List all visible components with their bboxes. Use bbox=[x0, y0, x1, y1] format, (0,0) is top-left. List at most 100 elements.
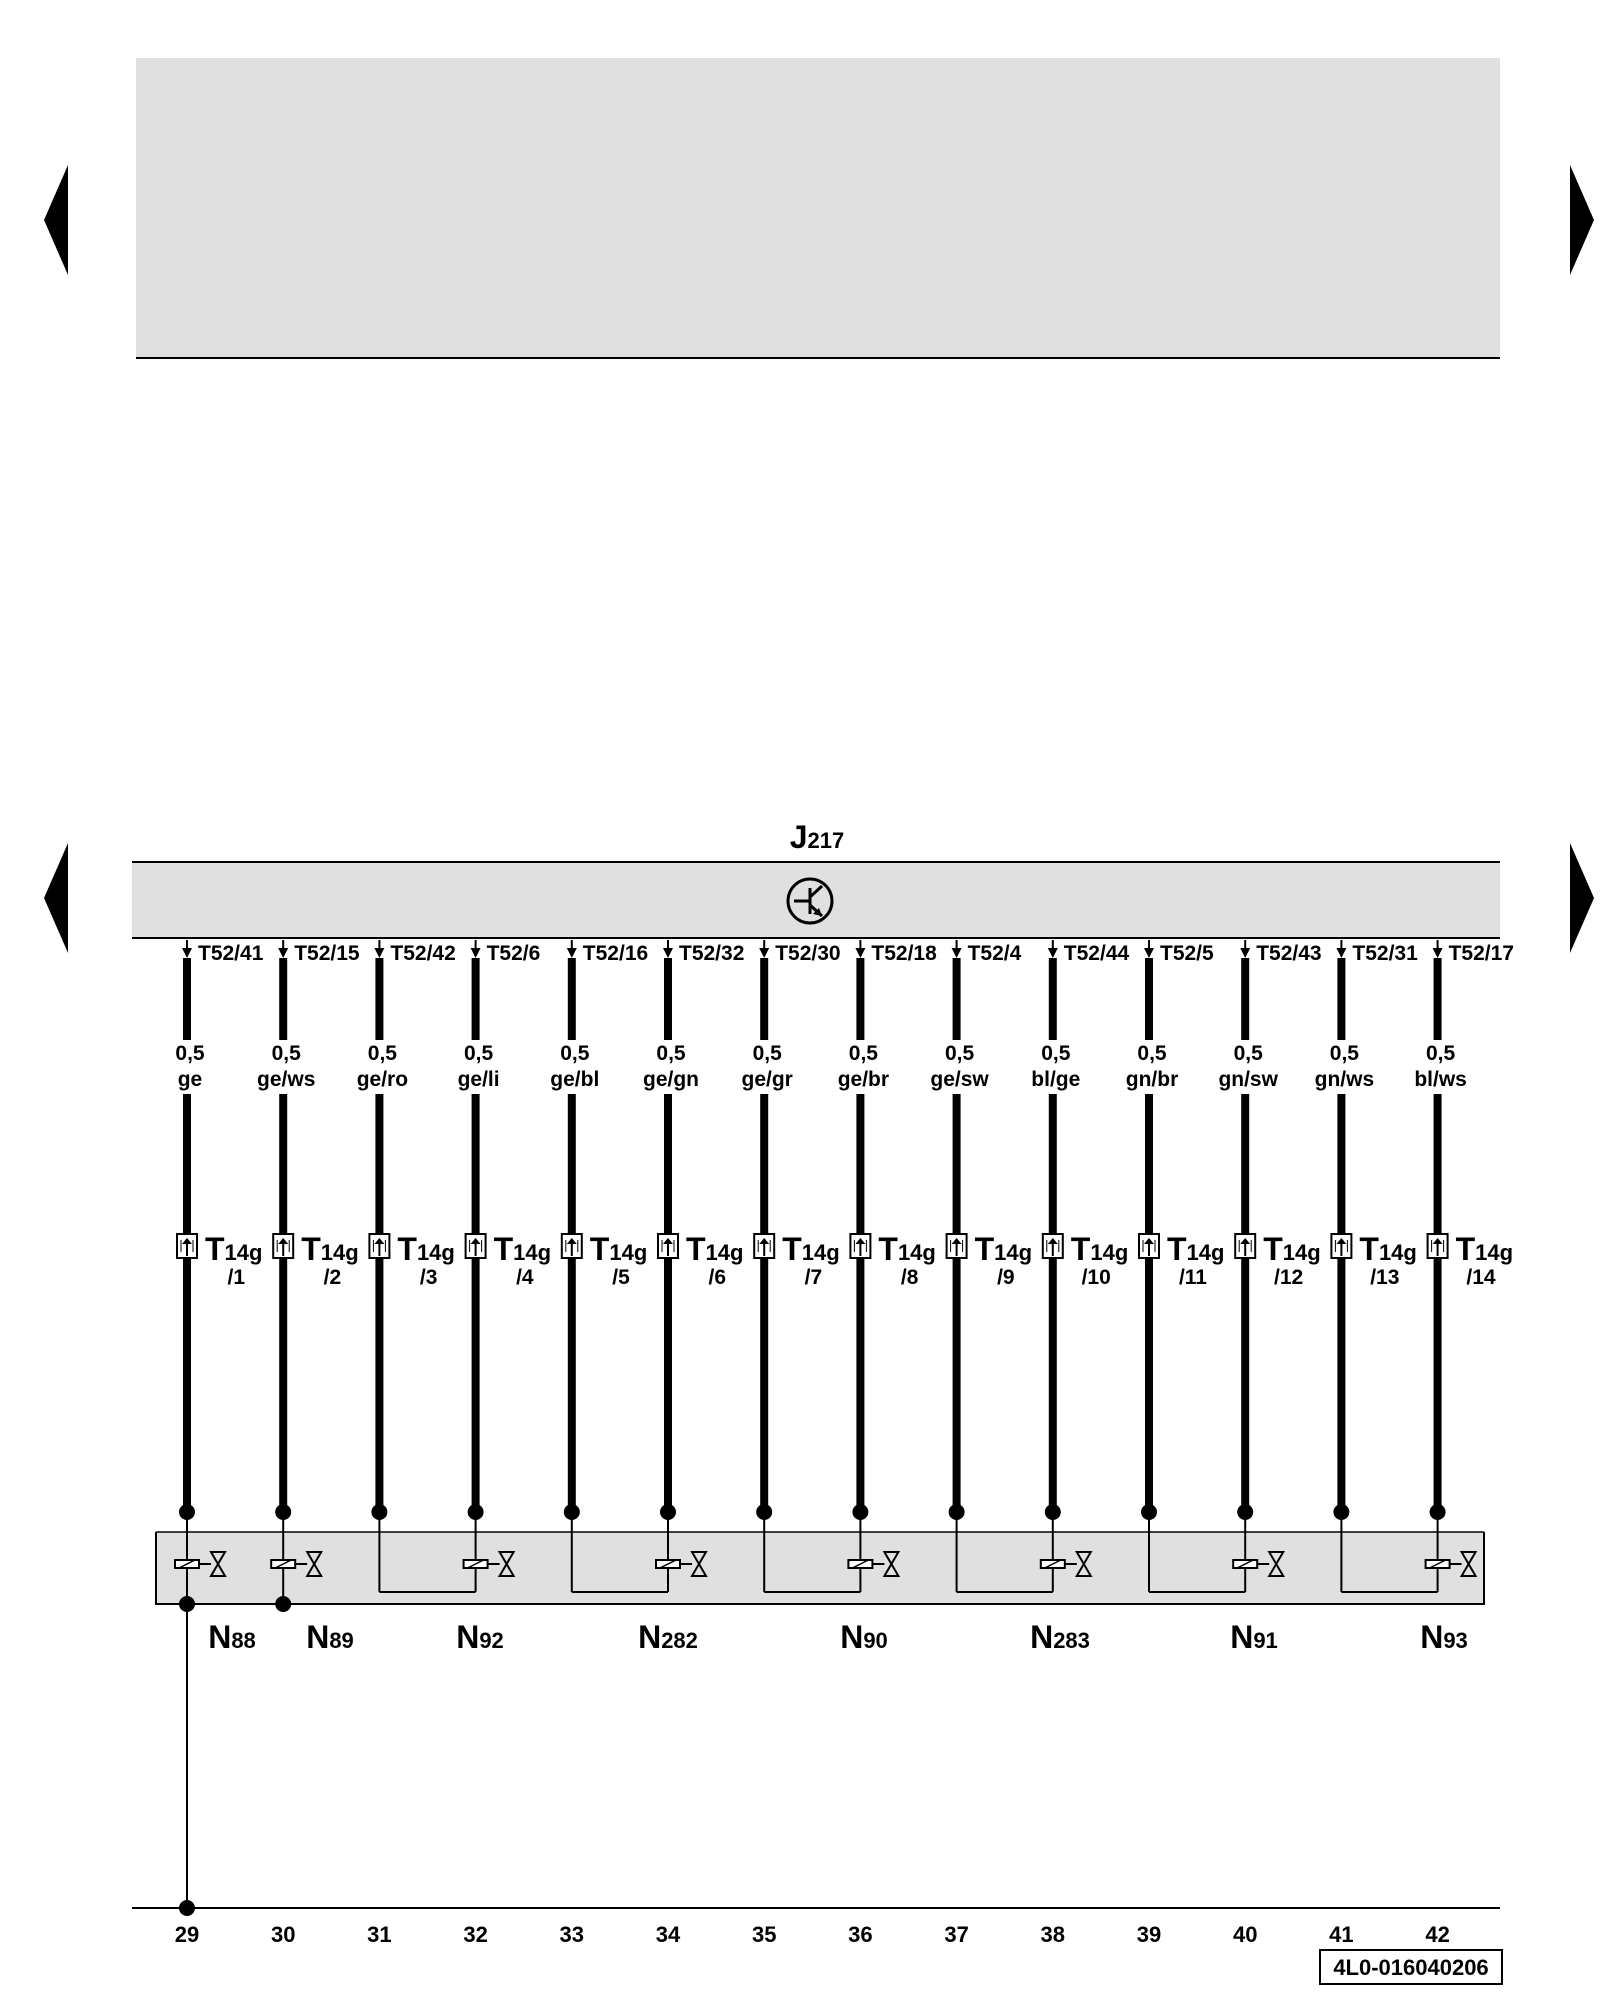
wire-color-label: ge/gn bbox=[643, 1068, 699, 1091]
diagram-id-box bbox=[1319, 1949, 1503, 1985]
wire-arrow-icon bbox=[182, 948, 192, 958]
wire-color-label: gn/ws bbox=[1315, 1068, 1375, 1091]
wire-pin-label: T52/44 bbox=[1064, 942, 1130, 965]
solenoid-valve-icon bbox=[847, 1551, 901, 1577]
top-header-panel bbox=[136, 58, 1500, 358]
wire-arrow-icon bbox=[759, 948, 770, 958]
wire-arrow-icon bbox=[470, 948, 481, 958]
wire-size-label: 0,5 bbox=[464, 1042, 494, 1065]
connector-pin-icon bbox=[849, 1233, 872, 1259]
wire-pin-label: T52/41 bbox=[198, 942, 264, 965]
solenoid-label: N88 bbox=[208, 1619, 256, 1655]
wire-arrow-icon bbox=[1144, 948, 1154, 958]
solenoid-number: 91 bbox=[1253, 1628, 1277, 1653]
plug-label: T14g bbox=[494, 1231, 551, 1267]
wire-color-label: gn/br bbox=[1126, 1068, 1179, 1091]
track-number: 41 bbox=[1329, 1922, 1353, 1947]
plug-main: T bbox=[686, 1231, 706, 1267]
plug-sub: 14g bbox=[417, 1240, 455, 1265]
plug-pin-label: /7 bbox=[805, 1266, 823, 1289]
wire-size-label: 0,5 bbox=[656, 1042, 686, 1065]
plug-main: T bbox=[1167, 1231, 1187, 1267]
plug-sub: 14g bbox=[321, 1240, 359, 1265]
plug-label: T14g bbox=[1071, 1231, 1128, 1267]
solenoid-valve-icon bbox=[655, 1551, 708, 1577]
wire-size-label: 0,5 bbox=[560, 1042, 590, 1065]
wire-size-label: 0,5 bbox=[1041, 1042, 1071, 1065]
track-number: 38 bbox=[1041, 1922, 1065, 1947]
valves-layer bbox=[174, 1512, 1478, 1612]
solenoid-letter: N bbox=[1030, 1619, 1053, 1655]
junction-dot bbox=[275, 1596, 292, 1612]
track-number: 30 bbox=[271, 1922, 295, 1947]
plug-main: T bbox=[1263, 1231, 1283, 1267]
solenoid-letter: N bbox=[1420, 1619, 1443, 1655]
plug-pin-label: /12 bbox=[1274, 1266, 1303, 1289]
wire-size-label: 0,5 bbox=[849, 1042, 879, 1065]
plug-pin-label: /1 bbox=[227, 1266, 245, 1289]
wire-arrow-icon bbox=[951, 948, 962, 958]
track-number: 42 bbox=[1425, 1922, 1449, 1947]
wire-size-label: 0,5 bbox=[1234, 1042, 1264, 1065]
plug-label: T14g bbox=[782, 1231, 839, 1267]
control-unit-number: 217 bbox=[808, 828, 845, 853]
wire-pin-label: T52/32 bbox=[679, 942, 744, 965]
connector-pin-icon bbox=[1041, 1233, 1064, 1259]
connector-pin-icon bbox=[176, 1233, 198, 1259]
next-page-arrow-top[interactable] bbox=[1570, 165, 1594, 275]
solenoid-label: N89 bbox=[306, 1619, 354, 1655]
plug-pin-label: /4 bbox=[516, 1266, 534, 1289]
solenoid-label: N91 bbox=[1230, 1619, 1278, 1655]
wires-layer: T52/410,5geT14g/1T52/150,5ge/wsT14g/2T52… bbox=[175, 940, 1514, 1520]
wire-color-label: ge/li bbox=[458, 1068, 500, 1091]
solenoid-number: 283 bbox=[1053, 1628, 1090, 1653]
connector-pin-icon bbox=[1330, 1233, 1353, 1259]
wire-pin-label: T52/5 bbox=[1160, 942, 1214, 965]
next-page-arrow-bottom[interactable] bbox=[1570, 843, 1594, 953]
previous-page-arrow-top[interactable] bbox=[44, 165, 68, 275]
previous-page-arrow-bottom[interactable] bbox=[44, 843, 68, 953]
solenoid-letter: N bbox=[456, 1619, 479, 1655]
track-number: 34 bbox=[656, 1922, 681, 1947]
wire-arrow-icon bbox=[1336, 948, 1347, 958]
plug-pin-label: /5 bbox=[612, 1266, 630, 1289]
plug-pin-label: /6 bbox=[708, 1266, 726, 1289]
wire-arrow-icon bbox=[566, 948, 577, 958]
plug-label: T14g bbox=[1359, 1231, 1416, 1267]
solenoid-label: N93 bbox=[1420, 1619, 1468, 1655]
wire-arrow-icon bbox=[1047, 948, 1058, 958]
solenoid-letter: N bbox=[306, 1619, 329, 1655]
wire-color-label: ge/ws bbox=[257, 1068, 315, 1091]
wire-arrow-icon bbox=[374, 948, 385, 958]
transistor-symbol-icon bbox=[786, 877, 834, 925]
plug-sub: 14g bbox=[609, 1240, 647, 1265]
plug-label: T14g bbox=[878, 1231, 935, 1267]
plug-label: T14g bbox=[301, 1231, 358, 1267]
connector-pin-icon bbox=[945, 1233, 968, 1259]
plug-label: T14g bbox=[397, 1231, 454, 1267]
solenoid-label: N90 bbox=[840, 1619, 888, 1655]
plug-main: T bbox=[301, 1231, 321, 1267]
wire-arrow-icon bbox=[1240, 948, 1251, 958]
wire-color-label: ge/bl bbox=[550, 1068, 599, 1091]
connector-pin-icon bbox=[753, 1233, 776, 1259]
wire-pin-label: T52/15 bbox=[294, 942, 360, 965]
plug-label: T14g bbox=[1456, 1231, 1513, 1267]
solenoid-valve-icon bbox=[1424, 1551, 1478, 1577]
wire-pin-label: T52/18 bbox=[871, 942, 937, 965]
wire-size-label: 0,5 bbox=[1330, 1042, 1360, 1065]
plug-main: T bbox=[782, 1231, 802, 1267]
wire-pin-label: T52/6 bbox=[487, 942, 541, 965]
plug-main: T bbox=[1359, 1231, 1379, 1267]
solenoid-block-outline bbox=[155, 1532, 1485, 1605]
